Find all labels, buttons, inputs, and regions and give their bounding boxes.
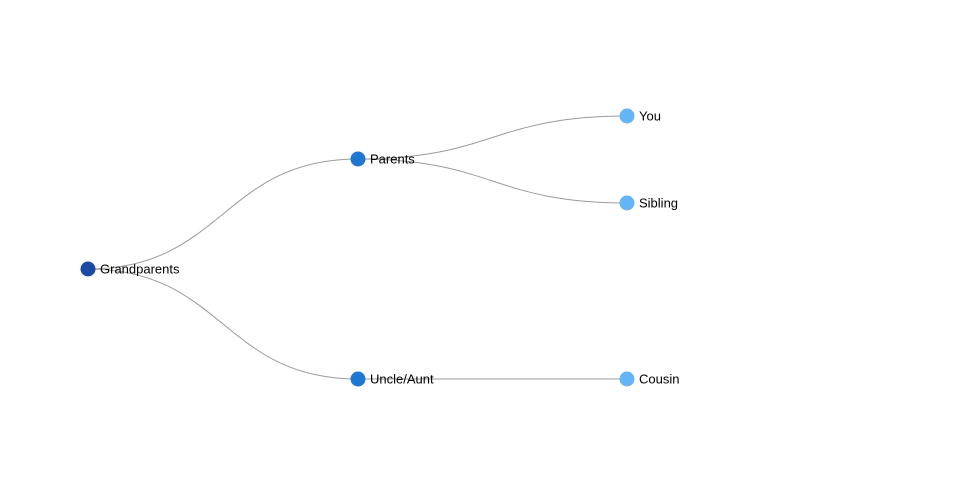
tree-node-grandparents: Grandparents <box>80 261 180 277</box>
tree-links <box>87 115 628 380</box>
tree-node-uncle-aunt: Uncle/Aunt <box>350 371 434 387</box>
tree-node-sibling: Sibling <box>619 195 678 211</box>
tree-node-you: You <box>619 108 661 124</box>
tree-node-circle-uncle-aunt[interactable] <box>350 371 366 387</box>
tree-link-parents-to-you <box>357 115 628 160</box>
tree-node-circle-grandparents[interactable] <box>80 261 96 277</box>
tree-node-label-uncle-aunt: Uncle/Aunt <box>370 372 434 387</box>
tree-node-label-grandparents: Grandparents <box>100 262 180 277</box>
tree-node-parents: Parents <box>350 151 415 167</box>
tree-node-label-cousin: Cousin <box>639 372 679 387</box>
tree-node-circle-sibling[interactable] <box>619 195 635 211</box>
tree-node-circle-parents[interactable] <box>350 151 366 167</box>
tree-node-label-sibling: Sibling <box>639 196 678 211</box>
tree-node-circle-cousin[interactable] <box>619 371 635 387</box>
tree-node-label-parents: Parents <box>370 152 415 167</box>
tree-node-cousin: Cousin <box>619 371 679 387</box>
tree-node-label-you: You <box>639 109 661 124</box>
tree-link-grandparents-to-uncle-aunt <box>87 268 359 380</box>
tree-link-grandparents-to-parents <box>87 158 359 270</box>
tree-link-parents-to-sibling <box>357 158 628 204</box>
tree-node-circle-you[interactable] <box>619 108 635 124</box>
